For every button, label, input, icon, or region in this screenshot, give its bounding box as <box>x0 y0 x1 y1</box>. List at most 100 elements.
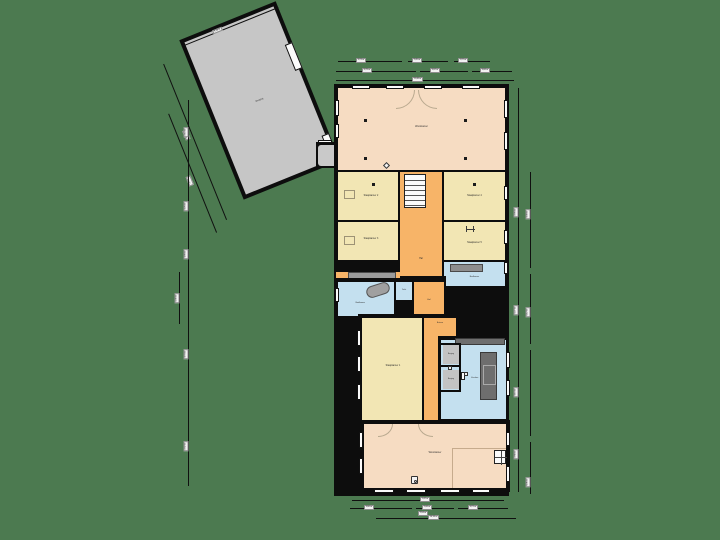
dim-left-e: 3,70 m <box>183 349 189 360</box>
window <box>440 489 460 493</box>
interior-wall <box>398 172 401 282</box>
room-woonkamer: Woonkamer <box>364 424 506 488</box>
ceiling-spot <box>464 119 467 122</box>
dim-right-g: 8,06 m <box>525 477 531 488</box>
room-berging-2: Berging <box>443 370 459 389</box>
window <box>506 432 510 446</box>
switch-icon <box>464 372 468 376</box>
room-slaapkamer-5: Slaapkamer 5 <box>444 222 505 260</box>
vestibule-interior <box>318 144 338 166</box>
window <box>357 330 361 346</box>
window <box>424 85 442 89</box>
room-label: Berging <box>447 377 455 380</box>
dim-bottom-b: 2,08 m <box>422 505 432 510</box>
room-hal-midden: Hal <box>414 282 444 318</box>
room-label: Toilet <box>401 289 407 292</box>
vanity-counter <box>450 264 483 272</box>
window <box>506 466 510 482</box>
dimension-chain-bottom: 3,86 m 2,08 m 4,21 m 1,42 m 10,16 m 2,94… <box>336 497 526 526</box>
window <box>386 85 404 89</box>
dim-left-c: 1,98 m <box>183 249 189 260</box>
room-label: Keuken <box>471 376 479 379</box>
room-label: Slaapkamer 1 <box>385 364 401 367</box>
window <box>352 85 370 89</box>
dim-right-e: 3,48 m <box>525 209 531 220</box>
interior-wall <box>441 365 461 367</box>
interior-wall <box>412 280 414 302</box>
interior-wall <box>442 172 445 282</box>
dim-bottom-a: 3,86 m <box>364 505 374 510</box>
window <box>359 458 363 474</box>
room-berging-1: Berging <box>443 345 459 364</box>
kitchen-island <box>480 352 497 400</box>
dim-left-d: 4,05 m <box>174 293 180 304</box>
ceiling-spot <box>364 157 367 160</box>
interior-wall <box>444 220 505 223</box>
interior-wall <box>459 343 461 391</box>
vestibule-door <box>318 140 332 143</box>
interior-wall <box>394 280 396 316</box>
room-label: Hal <box>427 299 431 301</box>
door-marker <box>461 372 465 380</box>
dim-top-d: 4,78 m <box>362 68 372 73</box>
dim-bottom-c: 4,21 m <box>468 505 478 510</box>
window <box>335 288 339 302</box>
room-slaapkamer-1: Slaapkamer 1 <box>362 318 424 422</box>
radiator-icon <box>466 226 475 232</box>
alcove-divider <box>452 448 453 488</box>
interior-wall <box>338 170 505 173</box>
window <box>357 384 361 400</box>
window <box>504 186 508 200</box>
room-label: Hal <box>419 257 423 260</box>
dim-bottom-d: 1,42 m <box>420 497 430 502</box>
electric-meter-icon <box>448 366 452 370</box>
window <box>335 100 339 116</box>
room-label: Badkamer <box>355 302 366 305</box>
dim-top-total: 11,48 m <box>412 77 423 82</box>
room-label: Entree <box>436 322 444 325</box>
dimension-chain-left: 2,14 m 3,26 m 1,98 m 4,05 m 3,70 m 2,52 … <box>174 100 208 490</box>
dim-right-c: 3,15 m <box>513 387 519 398</box>
window <box>504 100 508 118</box>
dimension-chain-right: 2,96 m 4,27 m 3,15 m 2,68 m 3,48 m 5,12 … <box>512 84 546 494</box>
window <box>359 432 363 448</box>
room-label: Slaapkamer 3 <box>363 237 379 240</box>
dim-top-f: 3,68 m <box>480 68 490 73</box>
garage-dimension-group: 5,18 m 3,62 m 7,84 m <box>163 6 346 233</box>
dim-bottom-f: 2,94 m <box>418 511 428 516</box>
alcove-divider <box>452 448 506 449</box>
window <box>462 85 480 89</box>
ceiling-spot <box>364 119 367 122</box>
window <box>504 230 508 244</box>
room-slaapkamer-4: Slaapkamer 4 <box>444 172 505 220</box>
window <box>506 380 510 396</box>
dim-right-f: 5,12 m <box>525 307 531 318</box>
window <box>504 262 508 274</box>
staircase <box>404 174 426 208</box>
interior-wall <box>441 343 461 345</box>
window <box>504 132 508 150</box>
dim-left-b: 3,26 m <box>183 201 189 212</box>
window <box>472 489 490 493</box>
dim-top-e: 3,02 m <box>430 68 440 73</box>
ceiling-spot <box>464 157 467 160</box>
closet-icon <box>344 190 355 199</box>
kitchen-counter-top <box>455 338 505 345</box>
dim-garage-top: 5,18 m <box>211 26 223 35</box>
window <box>357 356 361 372</box>
dim-right-b: 4,27 m <box>513 305 519 316</box>
fireplace-unit <box>494 450 507 465</box>
interior-wall <box>441 390 461 392</box>
window <box>374 489 394 493</box>
dim-top-a: 3,74 m <box>356 58 366 63</box>
room-label: Berging <box>447 352 455 355</box>
dim-left-a: 2,14 m <box>183 127 189 138</box>
window <box>335 124 339 138</box>
closet-icon <box>344 236 355 245</box>
dim-top-c: 1,22 m <box>458 58 468 63</box>
interior-wall <box>422 318 425 422</box>
dim-top-b: 2,45 m <box>412 58 422 63</box>
room-label: Badkamer <box>469 275 480 278</box>
dim-right-d: 2,68 m <box>513 449 519 460</box>
window <box>506 352 510 368</box>
